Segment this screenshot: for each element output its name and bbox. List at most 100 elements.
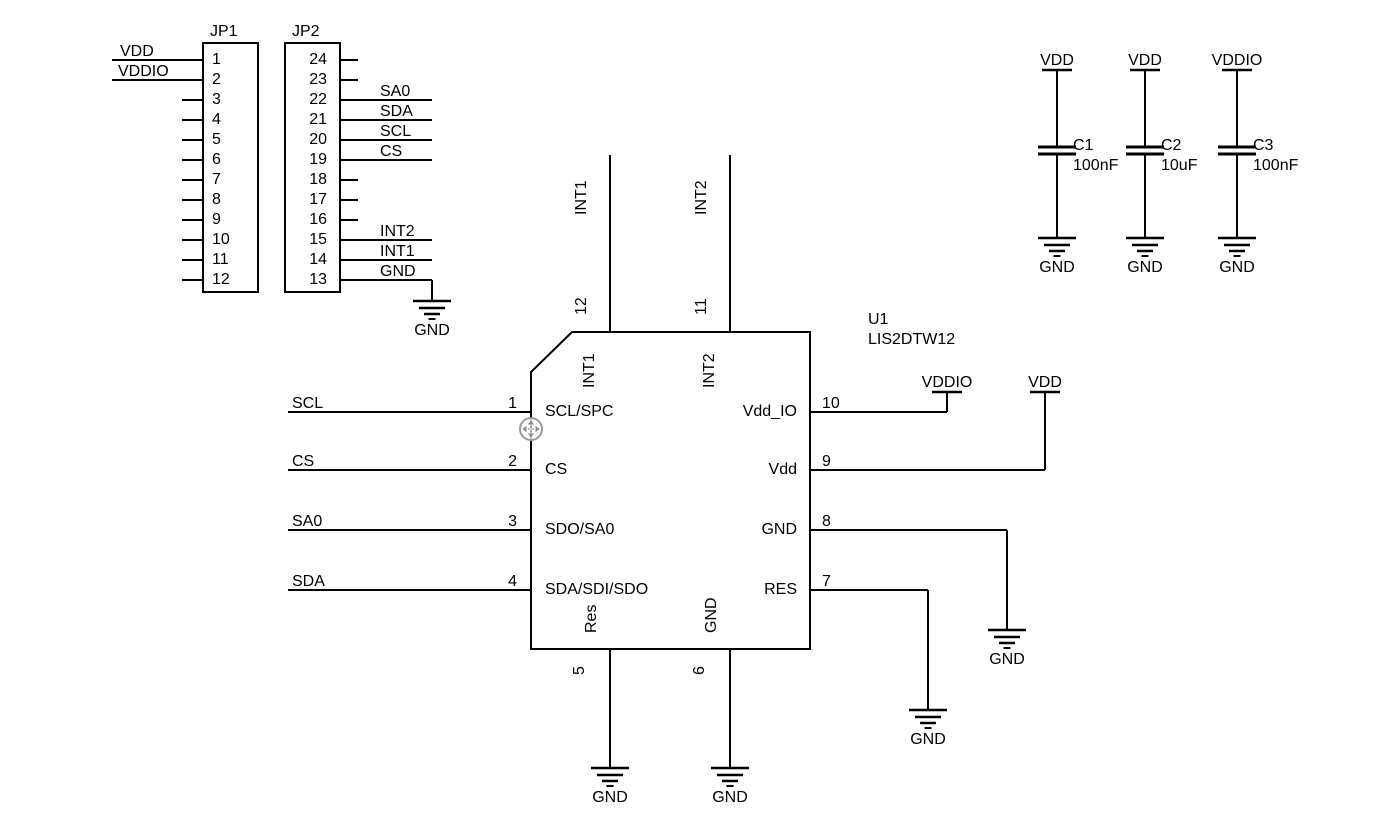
jp2-refdes: JP2: [292, 23, 320, 40]
power-rail-bars: [932, 68, 1252, 394]
u1-pin-number: 12: [573, 297, 590, 315]
c2-rail-label: VDD: [1128, 52, 1162, 69]
u1-chip-symbol: [288, 155, 1046, 768]
gnd-symbol-pin5: [589, 766, 631, 788]
u1-pin-number: 6: [691, 666, 708, 675]
jp2-net-int1: INT1: [380, 243, 415, 260]
u1-pin-number: 8: [822, 513, 831, 530]
gnd-label-c3: GND: [1219, 259, 1255, 276]
jp2-pin-number: 20: [309, 131, 327, 148]
jp2-pin-number: 24: [309, 51, 327, 68]
c1-refdes: C1: [1073, 137, 1094, 154]
u1-pin-name: INT2: [701, 353, 718, 388]
jp2-net-sa0: SA0: [380, 83, 411, 100]
gnd-label-pin6: GND: [712, 789, 748, 806]
u1-pin-number: 1: [508, 395, 517, 412]
u1-pin-number: 9: [822, 453, 831, 470]
jp2-connector-symbol: [284, 42, 433, 301]
jp1-pin-number: 9: [212, 211, 221, 228]
jp1-pin-number: 6: [212, 151, 221, 168]
gnd-label-pin8: GND: [989, 651, 1025, 668]
u1-pin-name: INT1: [581, 353, 598, 388]
net-label-scl: SCL: [292, 395, 324, 412]
jp1-pin-number: 3: [212, 91, 221, 108]
net-label-sa0: SA0: [292, 513, 323, 530]
gnd-symbol-pin7: [907, 708, 949, 730]
gnd-symbol-c1: [1036, 236, 1078, 258]
jp2-net-scl: SCL: [380, 123, 412, 140]
gnd-label-jp2: GND: [414, 322, 450, 339]
u1-pin-name: Vdd_IO: [742, 403, 797, 420]
jp1-pin-number: 8: [212, 191, 221, 208]
c3-value: 100nF: [1253, 157, 1299, 174]
move-cursor-icon: [519, 417, 543, 441]
capacitor-c1-symbol: [1038, 70, 1076, 238]
c1-rail-label: VDD: [1040, 52, 1074, 69]
u1-pin-name: GND: [703, 597, 720, 633]
jp1-connector-symbol: [112, 42, 259, 293]
gnd-label-c2: GND: [1127, 259, 1163, 276]
jp2-pin-number: 13: [309, 271, 327, 288]
gnd-symbol-c2: [1124, 236, 1166, 258]
jp2-pin-number: 21: [309, 111, 327, 128]
jp2-pin-number: 14: [309, 251, 327, 268]
jp1-pin-number: 1: [212, 51, 221, 68]
jp2-pin-number: 23: [309, 71, 327, 88]
gnd-symbol-c3: [1216, 236, 1258, 258]
u1-pin-number: 5: [571, 666, 588, 675]
jp1-net-vddio: VDDIO: [118, 63, 169, 80]
gnd-symbol-pin6: [709, 766, 751, 788]
c1-value: 100nF: [1073, 157, 1119, 174]
u1-pin-name: RES: [764, 581, 797, 598]
jp2-net-cs: CS: [380, 143, 403, 160]
jp1-refdes: JP1: [210, 23, 238, 40]
u1-pin-name: Res: [583, 604, 600, 633]
u1-pin-number: 2: [508, 453, 517, 470]
u1-pin-name: Vdd: [768, 461, 797, 478]
jp1-pin-number: 12: [212, 271, 230, 288]
jp1-net-vdd: VDD: [120, 43, 154, 60]
gnd-label-pin5: GND: [592, 789, 628, 806]
u1-pin-name: SCL/SPC: [545, 403, 614, 420]
capacitor-c2-symbol: [1126, 70, 1164, 238]
gnd-label-c1: GND: [1039, 259, 1075, 276]
c3-refdes: C3: [1253, 137, 1274, 154]
u1-pin-number: 4: [508, 573, 517, 590]
jp2-pin-number: 16: [309, 211, 327, 228]
jp1-pin-number: 2: [212, 71, 221, 88]
u1-pin-name: CS: [545, 461, 568, 478]
net-label-sda: SDA: [292, 573, 325, 590]
jp2-net-gnd: GND: [380, 263, 416, 280]
jp2-pin-number: 15: [309, 231, 327, 248]
u1-part-number: LIS2DTW12: [868, 331, 956, 348]
u1-pin-number: 11: [693, 298, 710, 315]
u1-pin-number: 7: [822, 573, 831, 590]
gnd-label-pin7: GND: [910, 731, 946, 748]
jp2-net-int2: INT2: [380, 223, 415, 240]
jp2-pin-number: 19: [309, 151, 327, 168]
jp1-pin-number: 7: [212, 171, 221, 188]
u1-pin-name: SDA/SDI/SDO: [545, 581, 649, 598]
jp1-pin-number: 10: [212, 231, 230, 248]
jp2-pin-number: 22: [309, 91, 327, 108]
u1-pin-number: 10: [822, 395, 840, 412]
net-label-cs: CS: [292, 453, 315, 470]
vdd-rail-label: VDD: [1028, 374, 1062, 391]
jp1-pin-number: 4: [212, 111, 221, 128]
jp1-pin-number: 11: [212, 251, 229, 268]
u1-pin-number: 3: [508, 513, 517, 530]
u1-pin-name: GND: [761, 521, 797, 538]
u1-refdes: U1: [868, 311, 889, 328]
vddio-rail-label: VDDIO: [921, 374, 973, 391]
jp2-net-sda: SDA: [380, 103, 413, 120]
c3-rail-label: VDDIO: [1211, 52, 1263, 69]
gnd-symbol-jp2: [411, 299, 453, 321]
c2-value: 10uF: [1161, 157, 1198, 174]
net-label-int1: INT1: [573, 180, 590, 215]
capacitor-c3-symbol: [1218, 70, 1256, 238]
jp2-pin-number: 17: [309, 191, 327, 208]
jp1-pin-number: 5: [212, 131, 221, 148]
jp2-pin-number: 18: [309, 171, 327, 188]
